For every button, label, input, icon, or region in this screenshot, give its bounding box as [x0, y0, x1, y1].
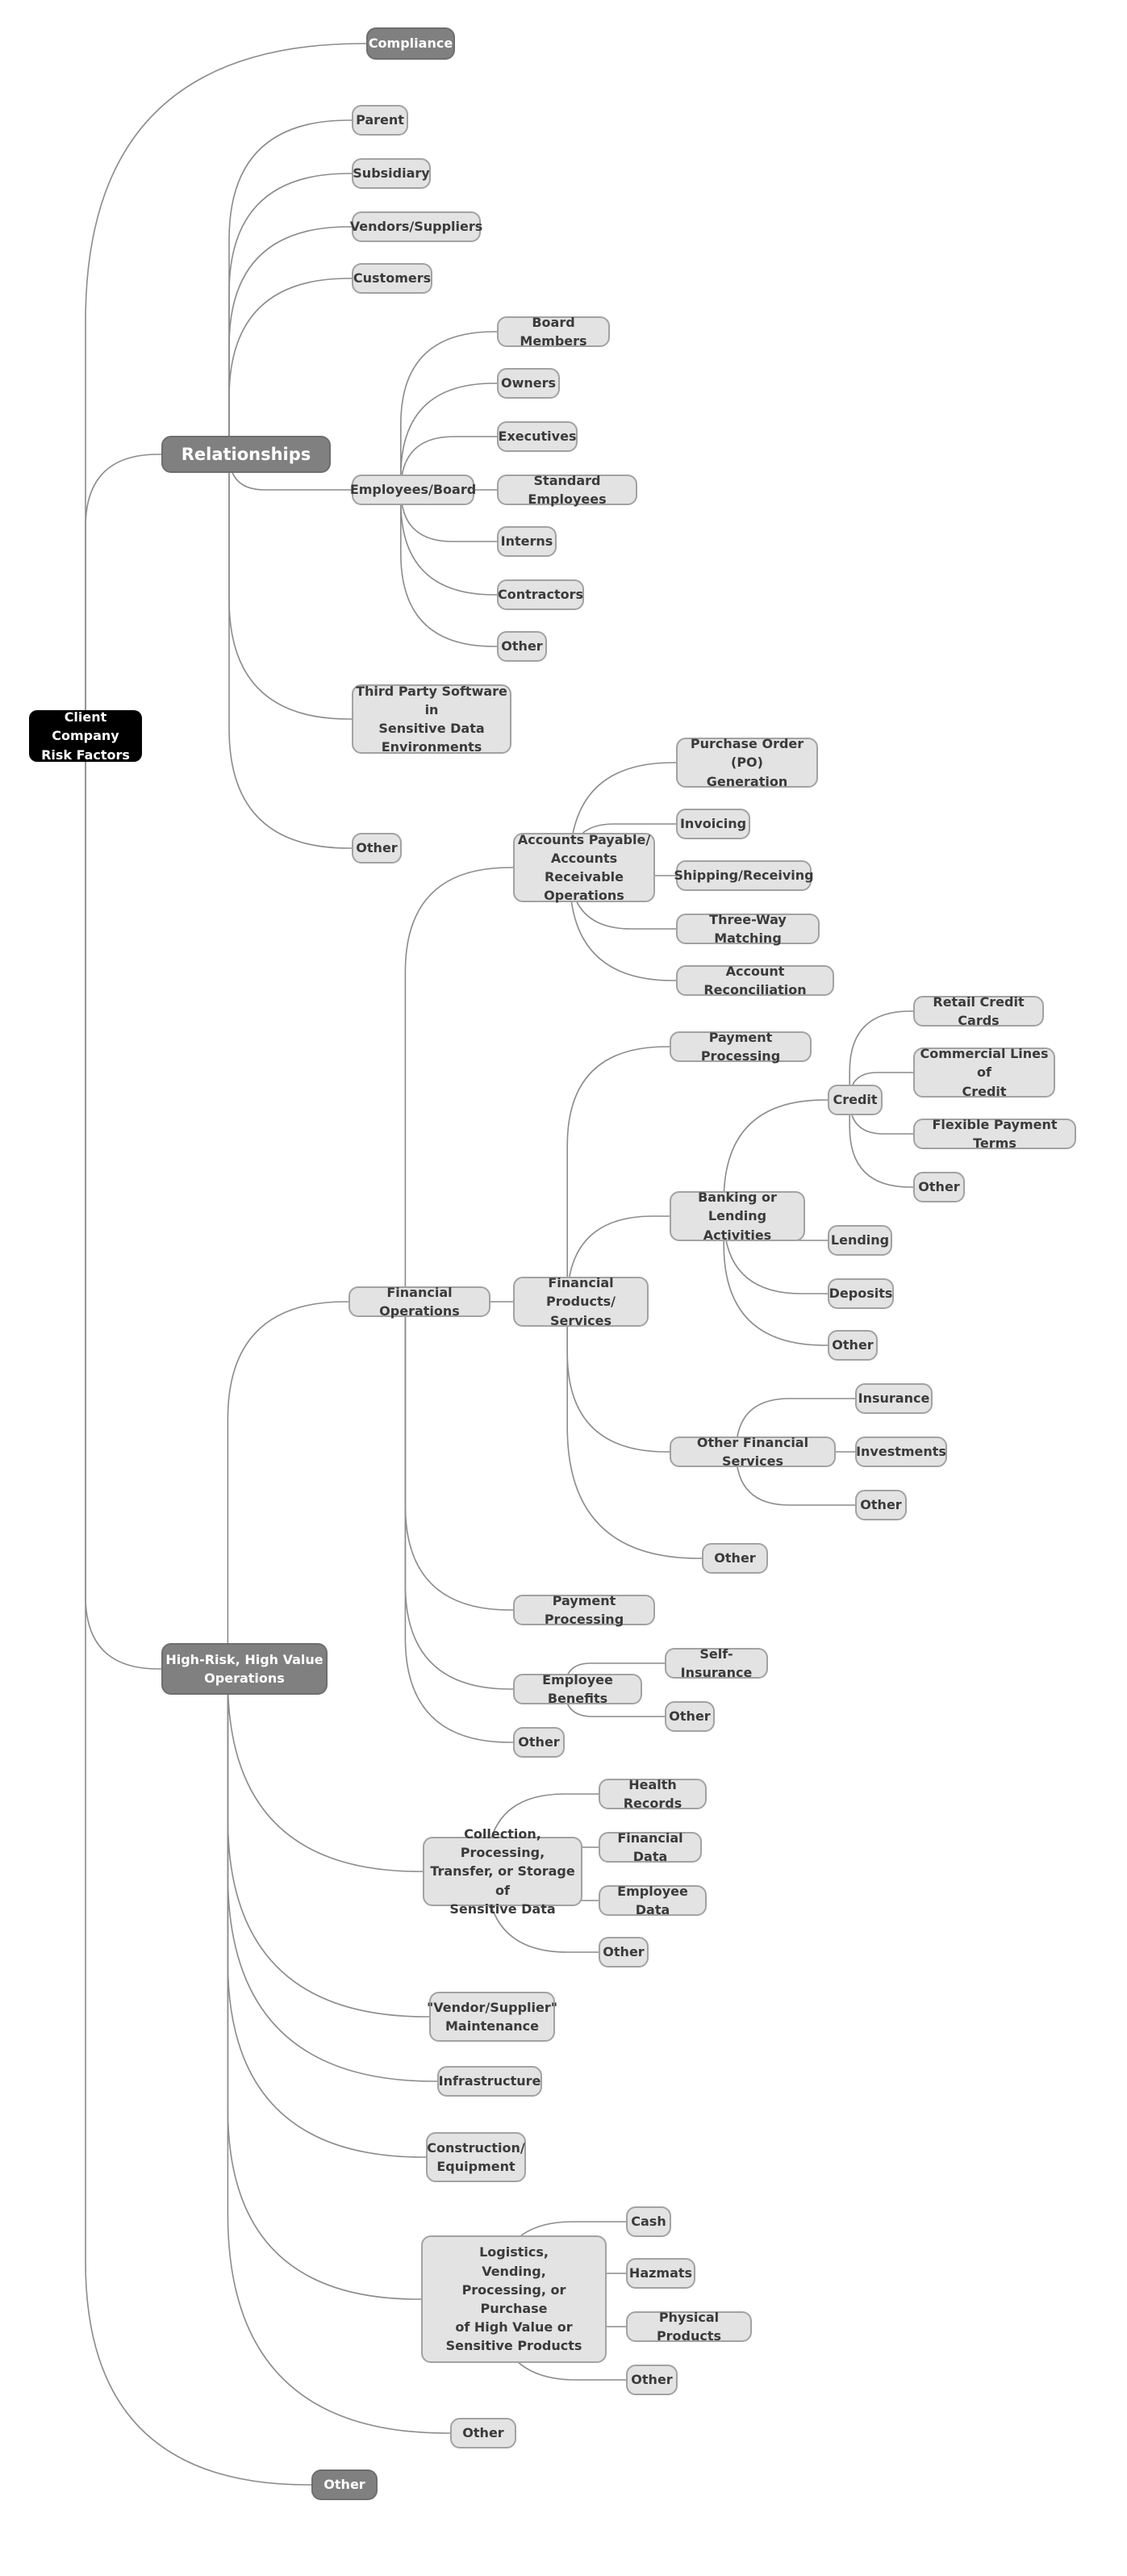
node-logi-other[interactable]: Other — [626, 2365, 678, 2395]
connector-root-other — [85, 736, 311, 2486]
node-apar-inv[interactable]: Invoicing — [676, 809, 750, 839]
connector-finops — [227, 1301, 349, 1669]
node-empben-self[interactable]: Self-Insurance — [665, 1646, 768, 1680]
node-fps-other[interactable]: Other — [702, 1543, 768, 1574]
node-sens-fin[interactable]: Financial Data — [599, 1830, 702, 1864]
connector-credit — [723, 1099, 828, 1216]
connector-hrhv-other — [227, 1669, 450, 2434]
node-bank-other[interactable]: Other — [828, 1330, 878, 1361]
node-credit-flex[interactable]: Flexible Payment Terms — [913, 1117, 1076, 1151]
node-relationships[interactable]: Relationships — [161, 436, 331, 473]
connector-compliance — [85, 43, 366, 736]
node-root[interactable]: Client Company Risk Factors — [29, 709, 142, 763]
node-rel-vendors[interactable]: Vendors/Suppliers — [350, 211, 482, 242]
node-emp-std[interactable]: Standard Employees — [497, 473, 637, 507]
node-emp-other[interactable]: Other — [497, 631, 547, 662]
node-emp-owners[interactable]: Owners — [497, 368, 560, 399]
connector-emp-contractors — [400, 490, 497, 596]
connector-rel-parent — [228, 119, 352, 454]
connector-emp-other — [400, 490, 497, 647]
connector-vsm — [227, 1669, 429, 2018]
node-sens-other[interactable]: Other — [599, 1937, 649, 1968]
node-rel-customers[interactable]: Customers — [352, 263, 432, 294]
node-bank[interactable]: Banking or Lending Activities — [670, 1190, 805, 1243]
node-apar-po[interactable]: Purchase Order (PO) Generation — [676, 736, 818, 789]
node-apar[interactable]: Accounts Payable/ Accounts Receivable Op… — [513, 832, 655, 903]
node-credit-other[interactable]: Other — [913, 1172, 965, 1202]
node-emp-exec[interactable]: Executives — [497, 421, 578, 452]
connector-relationships — [85, 454, 161, 736]
node-fin-pay[interactable]: Payment Processing — [513, 1593, 655, 1627]
connector-rel-customers — [228, 278, 352, 454]
node-ofs-inv[interactable]: Investments — [855, 1436, 947, 1467]
node-ofs-other[interactable]: Other — [855, 1490, 907, 1520]
node-empben[interactable]: Employee Benefits — [513, 1672, 642, 1706]
node-logi[interactable]: Logistics, Vending, Processing, or Purch… — [421, 2235, 607, 2363]
connector-credit-retail — [849, 1010, 913, 1100]
connector-logi — [227, 1669, 421, 2300]
connector-emp-board — [400, 331, 497, 490]
connector-rel-thirdparty — [228, 454, 352, 720]
node-sens-emp[interactable]: Employee Data — [599, 1884, 707, 1917]
connector-credit-other — [849, 1100, 913, 1188]
connector-fps-other — [566, 1302, 702, 1559]
node-empben-other[interactable]: Other — [665, 1701, 715, 1732]
connector-fps-pay — [566, 1046, 670, 1302]
connector-fin-pay — [404, 1302, 513, 1611]
node-logi-cash[interactable]: Cash — [626, 2206, 671, 2237]
connector-bank-other — [723, 1216, 828, 1346]
node-sens[interactable]: Collection, Processing, Transfer, or Sto… — [423, 1826, 582, 1917]
node-constr[interactable]: Construction/ Equipment — [426, 2132, 526, 2182]
node-fps[interactable]: Financial Products/ Services — [513, 1275, 649, 1328]
node-infra[interactable]: Infrastructure — [437, 2066, 542, 2097]
connector-apar — [404, 867, 513, 1302]
connector-emp-owners — [400, 383, 497, 490]
node-rel-thirdparty[interactable]: Third Party Software in Sensitive Data E… — [352, 684, 511, 755]
node-credit[interactable]: Credit — [828, 1085, 883, 1115]
node-fin-other[interactable]: Other — [513, 1727, 565, 1758]
node-rel-parent[interactable]: Parent — [352, 105, 408, 136]
node-apar-ship[interactable]: Shipping/Receiving — [674, 860, 814, 891]
node-logi-phys[interactable]: Physical Products — [626, 2310, 752, 2344]
node-sens-health[interactable]: Health Records — [599, 1777, 707, 1811]
node-bank-lending[interactable]: Lending — [828, 1225, 892, 1256]
node-bank-deposits[interactable]: Deposits — [828, 1278, 894, 1309]
node-apar-3way[interactable]: Three-Way Matching — [676, 912, 820, 946]
node-vsm[interactable]: "Vendor/Supplier" Maintenance — [427, 1992, 557, 2042]
connector-rel-subsidiary — [228, 173, 352, 454]
connector-fin-other — [404, 1302, 513, 1743]
connector-empben — [404, 1302, 513, 1690]
node-ofs-ins[interactable]: Insurance — [855, 1383, 933, 1414]
node-finops[interactable]: Financial Operations — [349, 1285, 490, 1319]
node-rel-subsidiary[interactable]: Subsidiary — [352, 158, 431, 189]
node-root-other[interactable]: Other — [311, 2469, 378, 2500]
node-emp-contractors[interactable]: Contractors — [497, 579, 584, 610]
connector-ofs — [566, 1302, 670, 1453]
connector-hrhv — [85, 736, 161, 1670]
connector-infra — [227, 1669, 437, 2082]
node-credit-comm[interactable]: Commercial Lines of Credit — [913, 1046, 1055, 1099]
connector-rel-other — [228, 454, 352, 849]
node-hrhv[interactable]: High-Risk, High Value Operations — [161, 1643, 328, 1695]
node-emp-interns[interactable]: Interns — [497, 526, 557, 557]
connector-constr — [227, 1669, 426, 2158]
node-logi-haz[interactable]: Hazmats — [626, 2258, 695, 2289]
node-credit-retail[interactable]: Retail Credit Cards — [913, 994, 1044, 1028]
node-apar-recon[interactable]: Account Reconciliation — [676, 964, 834, 997]
node-emp-board[interactable]: Board Members — [497, 315, 610, 349]
node-rel-employees[interactable]: Employees/Board — [350, 475, 476, 505]
node-ofs[interactable]: Other Financial Services — [670, 1435, 836, 1469]
connector-sens — [227, 1669, 423, 1872]
node-compliance[interactable]: Compliance — [366, 27, 455, 60]
node-rel-other[interactable]: Other — [352, 833, 402, 864]
connector-rel-vendors — [228, 226, 352, 454]
node-fps-pay[interactable]: Payment Processing — [670, 1030, 812, 1064]
node-hrhv-other[interactable]: Other — [450, 2418, 516, 2448]
